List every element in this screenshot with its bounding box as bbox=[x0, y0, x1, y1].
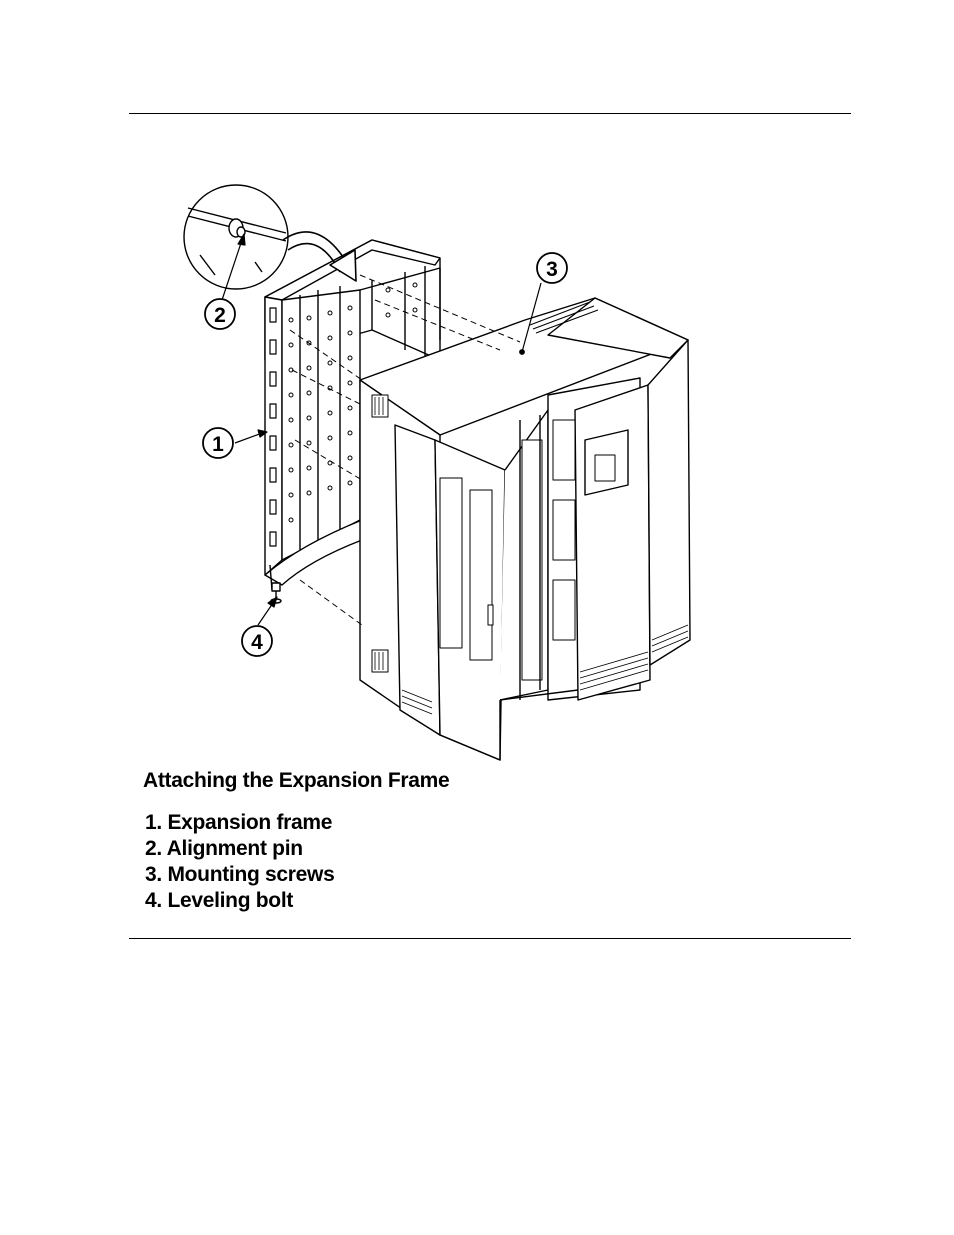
bottom-rule bbox=[129, 938, 851, 939]
figure-caption-title: Attaching the Expansion Frame bbox=[143, 769, 449, 793]
callout-2-label: 2 bbox=[214, 304, 226, 327]
callout-3-label: 3 bbox=[546, 258, 558, 281]
figure-legend: 1. Expansion frame 2. Alignment pin 3. M… bbox=[145, 810, 334, 914]
callout-1-label: 1 bbox=[212, 433, 224, 456]
legend-item-alignment-pin: 2. Alignment pin bbox=[145, 836, 334, 862]
library-cabinet-drawing bbox=[360, 298, 690, 760]
callout-4-label: 4 bbox=[251, 631, 263, 654]
legend-item-mounting-screws: 3. Mounting screws bbox=[145, 862, 334, 888]
legend-item-leveling-bolt: 4. Leveling bolt bbox=[145, 888, 334, 914]
legend-item-expansion-frame: 1. Expansion frame bbox=[145, 810, 334, 836]
